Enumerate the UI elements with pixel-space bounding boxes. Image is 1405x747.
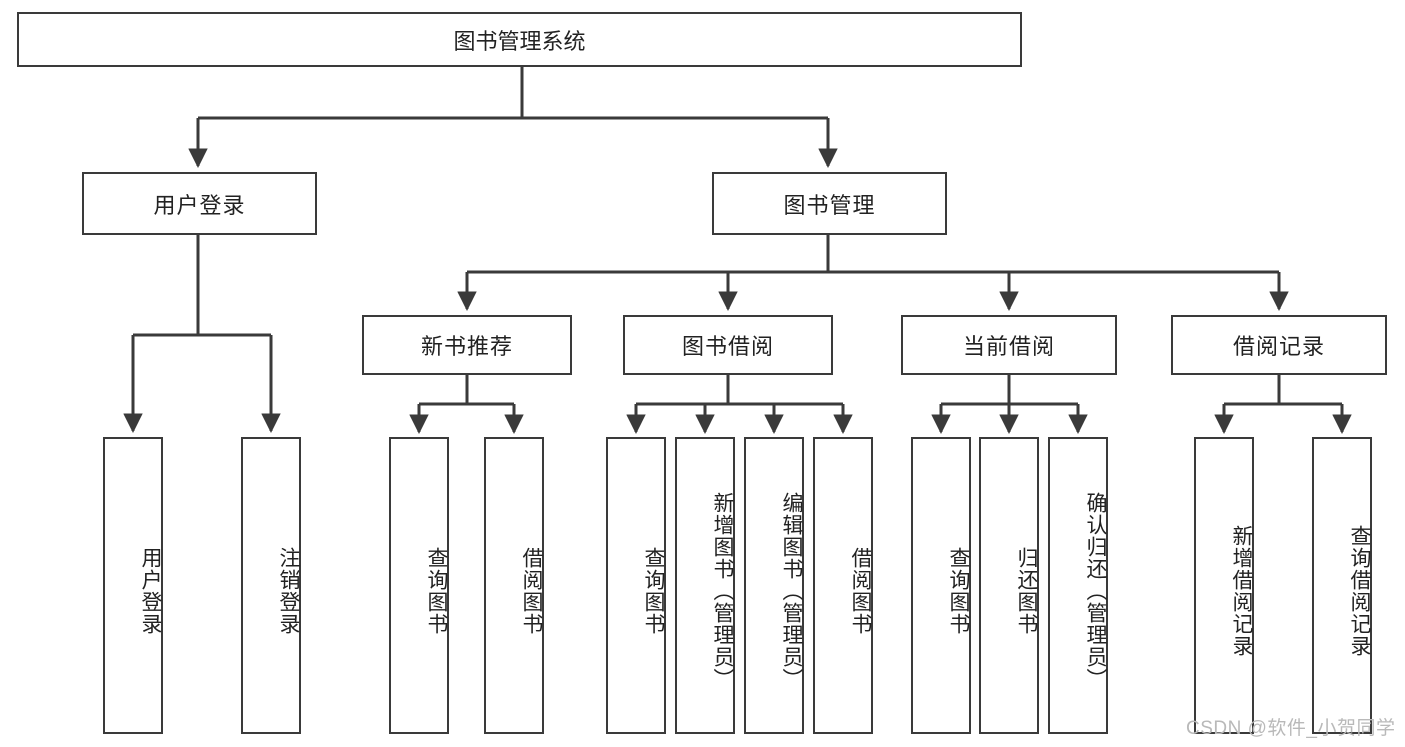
leaf-current-confirm-return[interactable]: 确认归还（管理员） bbox=[1048, 437, 1108, 734]
leaf-recommend-borrow-book[interactable]: 借阅图书 bbox=[484, 437, 544, 734]
leaf-record-query-record[interactable]: 查询借阅记录 bbox=[1312, 437, 1372, 734]
node-label: 新书推荐 bbox=[420, 334, 513, 359]
node-label: 新增图书（管理员） bbox=[711, 491, 734, 690]
node-label: 借阅图书 bbox=[849, 546, 872, 635]
node-label: 查询图书 bbox=[425, 546, 448, 635]
node-label: 图书借阅 bbox=[681, 334, 774, 359]
node-borrow-record[interactable]: 借阅记录 bbox=[1171, 315, 1387, 375]
leaf-record-add-record[interactable]: 新增借阅记录 bbox=[1194, 437, 1254, 734]
node-label: 查询借阅记录 bbox=[1348, 524, 1371, 657]
leaf-borrow-query-book[interactable]: 查询图书 bbox=[606, 437, 666, 734]
leaf-recommend-query-book[interactable]: 查询图书 bbox=[389, 437, 449, 734]
node-label: 归还图书 bbox=[1015, 546, 1038, 635]
node-label: 借阅图书 bbox=[520, 546, 543, 635]
watermark: CSDN @软件_小贺同学 bbox=[1186, 718, 1396, 739]
leaf-current-return-book[interactable]: 归还图书 bbox=[979, 437, 1039, 734]
node-label: 新增借阅记录 bbox=[1230, 524, 1253, 657]
node-label: 编辑图书（管理员） bbox=[780, 491, 803, 690]
leaf-borrow-add-book[interactable]: 新增图书（管理员） bbox=[675, 437, 735, 734]
node-book-borrow[interactable]: 图书借阅 bbox=[623, 315, 833, 375]
node-label: 用户登录 bbox=[139, 546, 162, 635]
node-label: 查询图书 bbox=[642, 546, 665, 635]
node-label: 当前借阅 bbox=[962, 334, 1055, 359]
node-root-system[interactable]: 图书管理系统 bbox=[17, 12, 1022, 67]
node-label: 借阅记录 bbox=[1232, 334, 1325, 359]
node-label: 确认归还（管理员） bbox=[1084, 491, 1107, 690]
node-label: 查询图书 bbox=[947, 546, 970, 635]
leaf-user-login-login[interactable]: 用户登录 bbox=[103, 437, 163, 734]
node-current-borrow[interactable]: 当前借阅 bbox=[901, 315, 1117, 375]
leaf-current-query-book[interactable]: 查询图书 bbox=[911, 437, 971, 734]
leaf-borrow-edit-book[interactable]: 编辑图书（管理员） bbox=[744, 437, 804, 734]
node-label: 用户登录 bbox=[153, 192, 246, 218]
node-label: 图书管理系统 bbox=[453, 28, 586, 54]
node-book-management[interactable]: 图书管理 bbox=[712, 172, 947, 235]
node-user-login[interactable]: 用户登录 bbox=[82, 172, 317, 235]
leaf-user-login-logout[interactable]: 注销登录 bbox=[241, 437, 301, 734]
node-label: 注销登录 bbox=[277, 546, 300, 635]
leaf-borrow-borrow-book[interactable]: 借阅图书 bbox=[813, 437, 873, 734]
node-new-book-recommend[interactable]: 新书推荐 bbox=[362, 315, 572, 375]
node-label: 图书管理 bbox=[783, 192, 876, 218]
